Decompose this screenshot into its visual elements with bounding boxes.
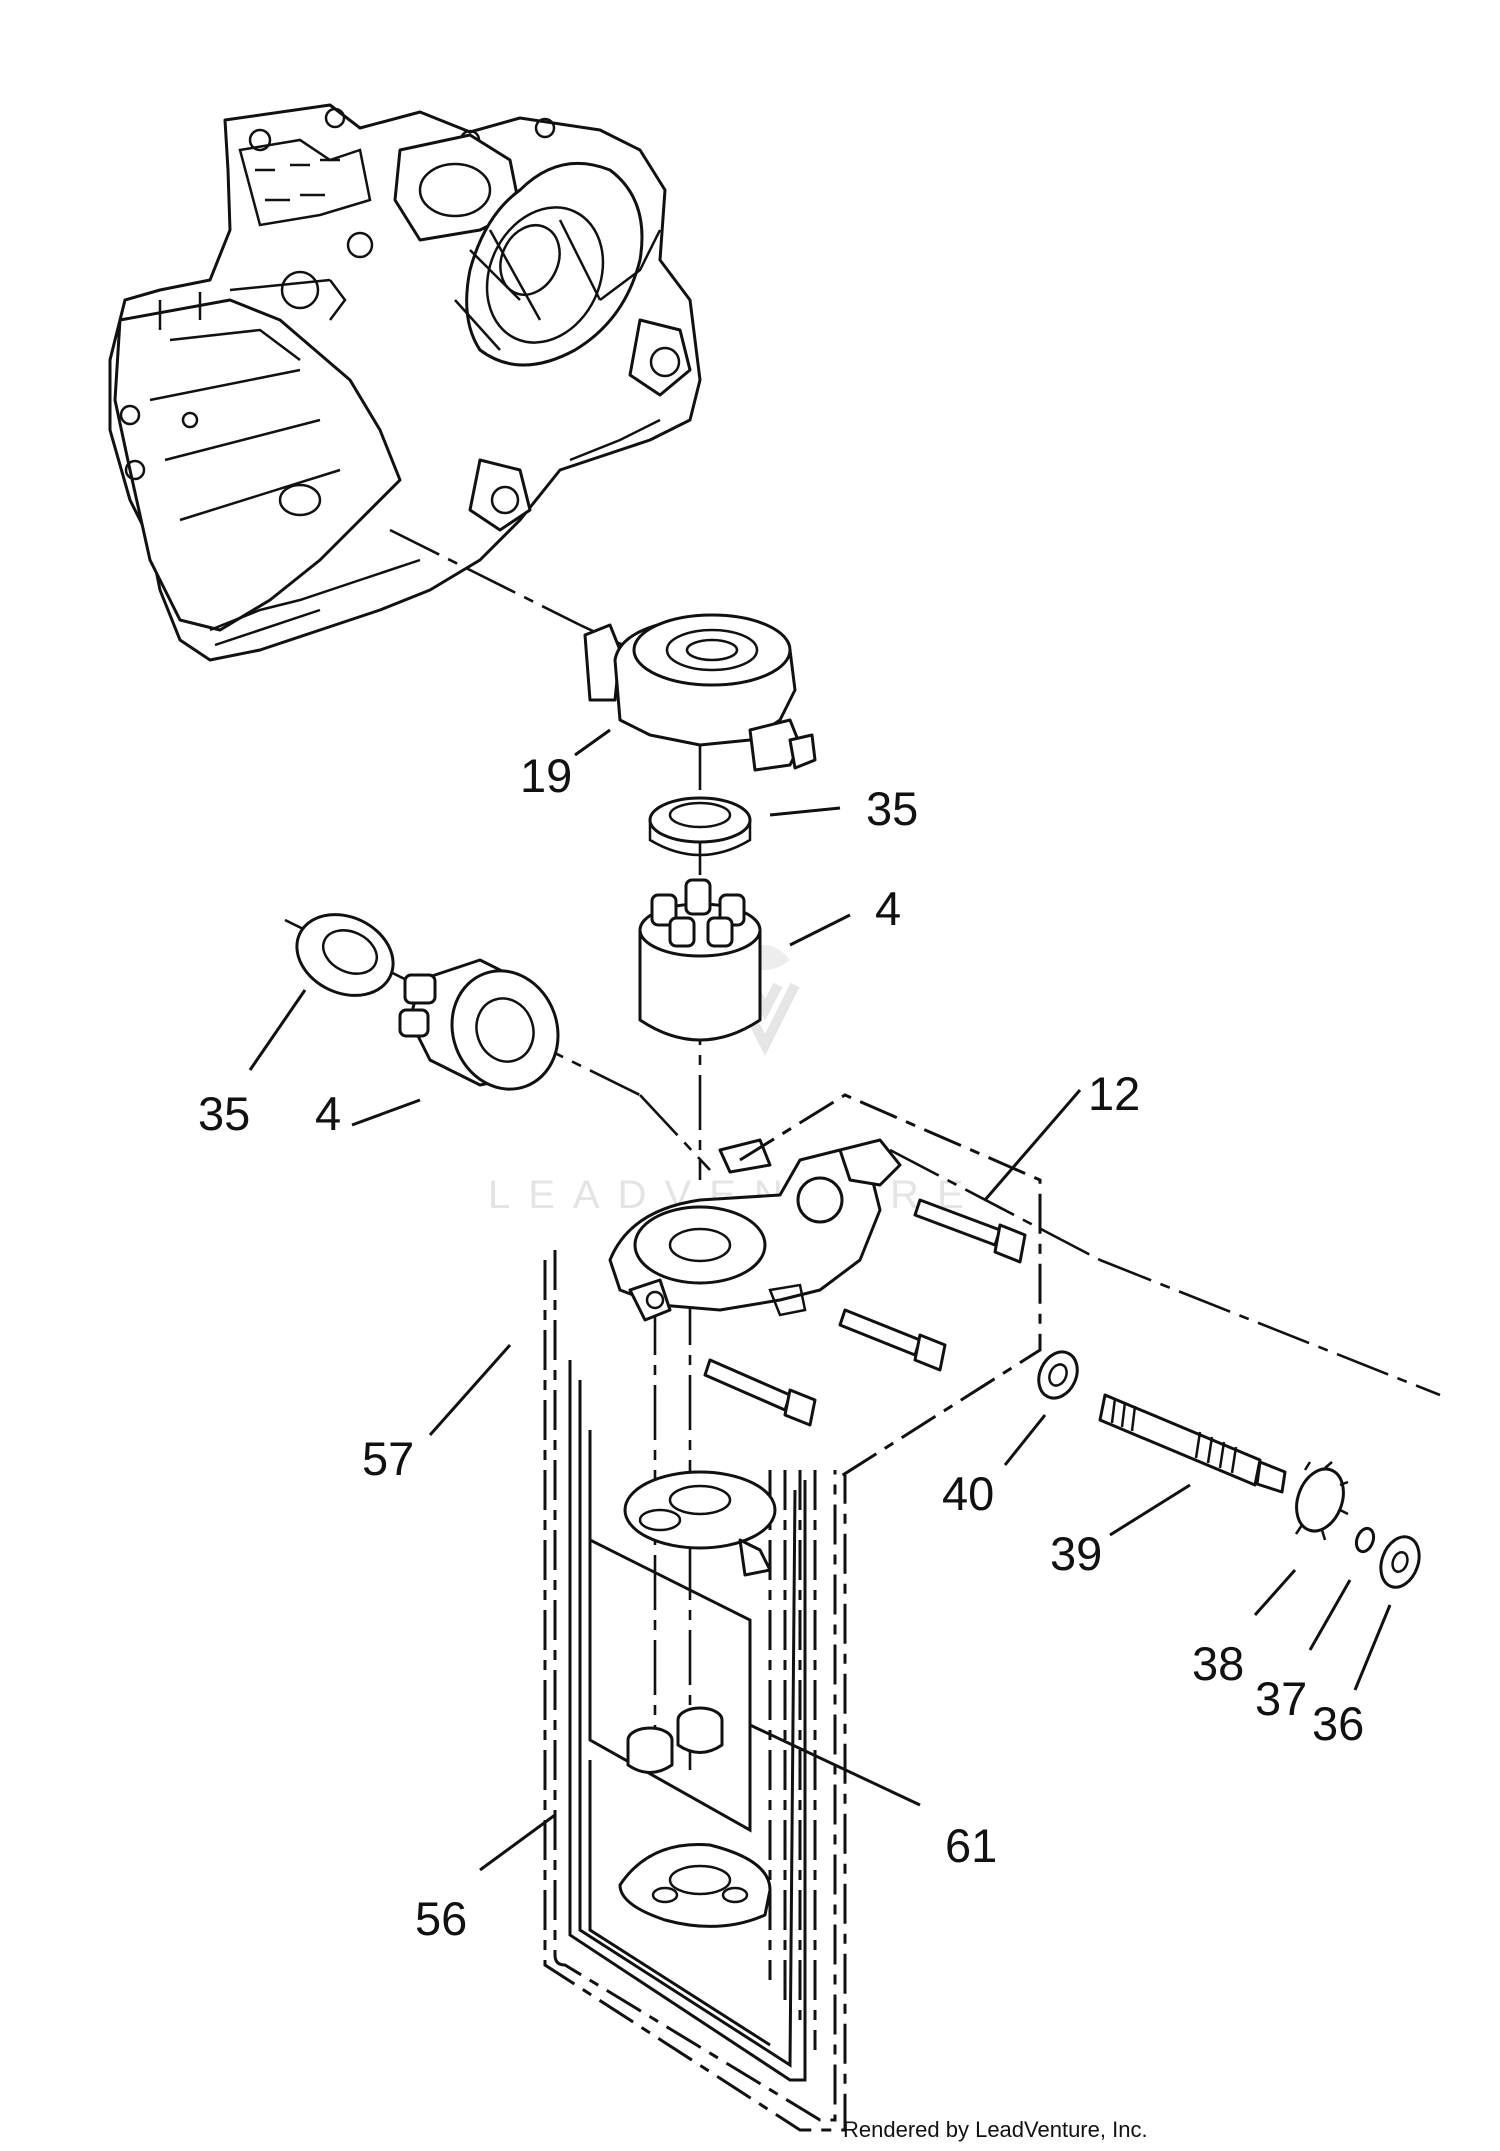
callout-19: 19 xyxy=(520,749,572,802)
transaxle-housing xyxy=(108,103,702,662)
part-charge-pump-cover xyxy=(623,1470,777,1577)
pistons-top xyxy=(650,878,746,948)
part-35-seal-left xyxy=(295,913,395,997)
bolts-12 xyxy=(703,1198,1027,1427)
part-37-ring xyxy=(1354,1526,1376,1554)
callout-4-left: 4 xyxy=(315,1087,341,1140)
part-4-cylinder-block-top xyxy=(638,878,762,1042)
callout-57: 57 xyxy=(362,1432,414,1485)
part-35-seal-top xyxy=(648,796,752,857)
callout-4-top: 4 xyxy=(875,882,901,935)
part-39-shaft xyxy=(1098,1393,1287,1494)
callout-37: 37 xyxy=(1255,1672,1307,1725)
group-frame-57 xyxy=(543,1250,847,2132)
render-credit: Rendered by LeadVenture, Inc. xyxy=(843,2117,1148,2142)
leader-lines xyxy=(248,728,1392,1872)
callout-56: 56 xyxy=(415,1892,467,1945)
part-19-housing xyxy=(583,613,817,772)
callout-35-left: 35 xyxy=(198,1087,250,1140)
part-56-cover-plate xyxy=(618,1843,772,1928)
part-36-washer xyxy=(1379,1535,1421,1589)
callout-35-top: 35 xyxy=(866,782,918,835)
callout-40: 40 xyxy=(942,1467,994,1520)
callout-39: 39 xyxy=(1050,1527,1102,1580)
callout-61: 61 xyxy=(945,1819,997,1872)
callouts: 19 35 4 35 4 12 57 40 39 38 37 36 61 56 xyxy=(198,749,1364,1945)
callout-36: 36 xyxy=(1312,1697,1364,1750)
part-4-cylinder-block-left xyxy=(398,958,560,1091)
part-38-gear xyxy=(1294,1461,1349,1541)
callout-12: 12 xyxy=(1088,1067,1140,1120)
callout-38: 38 xyxy=(1192,1637,1244,1690)
group-frame-56 xyxy=(588,1470,817,2050)
part-40-washer xyxy=(1037,1350,1079,1400)
part-12-center-section xyxy=(608,1138,902,1322)
part-61-valves xyxy=(626,1706,724,1774)
group-bracket-12 xyxy=(739,1093,1042,1482)
